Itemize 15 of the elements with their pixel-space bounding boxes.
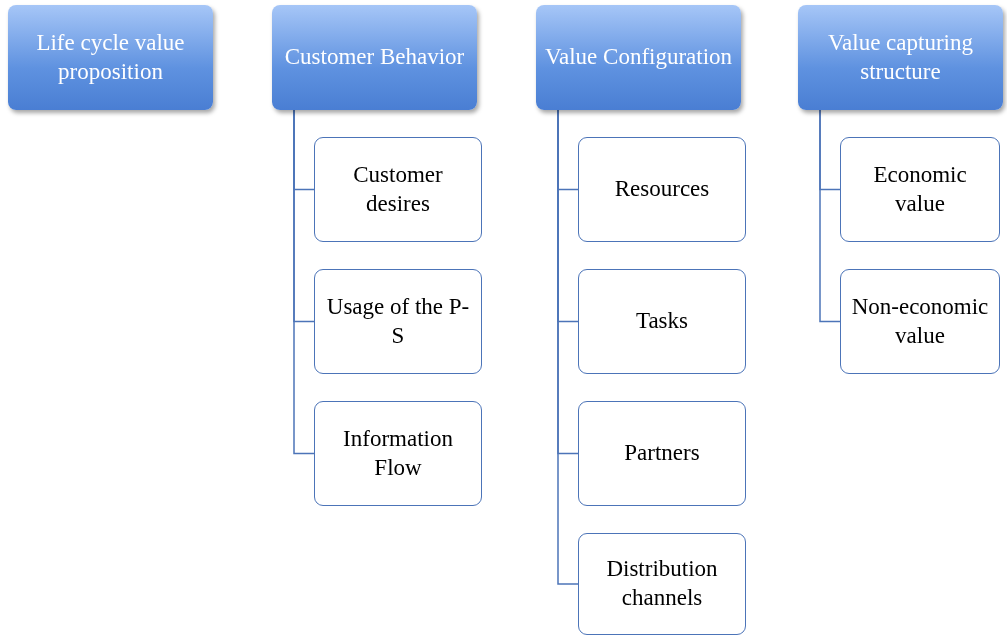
item-box: Economic value [840,137,1000,242]
connector-line [819,109,841,323]
item-box: Customer desires [314,137,482,242]
category-header: Life cycle value proposition [8,5,213,110]
item-box: Distribution channels [578,533,746,635]
category-header: Value capturing structure [798,5,1003,110]
category-header: Customer Behavior [272,5,477,110]
item-box: Information Flow [314,401,482,506]
item-box: Usage of the P-S [314,269,482,374]
item-box: Tasks [578,269,746,374]
item-box: Non-economic value [840,269,1000,374]
item-box: Partners [578,401,746,506]
connector-line [293,109,315,455]
item-box: Resources [578,137,746,242]
category-header: Value Configuration [536,5,741,110]
